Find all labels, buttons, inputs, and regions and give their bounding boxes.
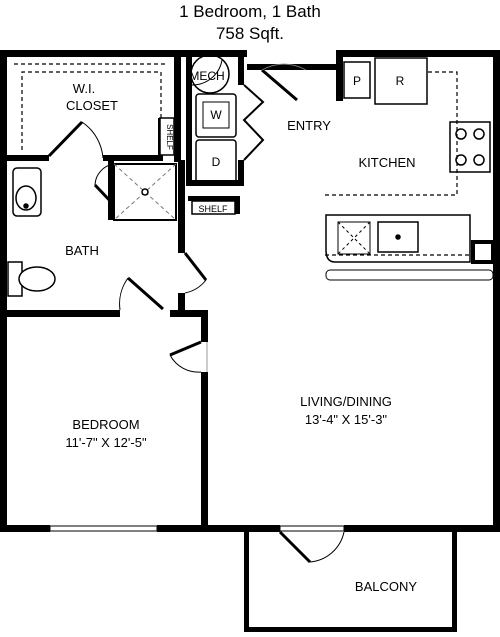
entry-label: ENTRY [287,118,331,133]
water-heater [190,54,230,94]
pantry [343,61,371,99]
windows [49,525,345,532]
living-dimensions: 13'-4" X 15'-3" [305,412,388,427]
unit-area-title: 758 Sqft. [215,24,285,43]
room-labels: W.I. CLOSET MECH W D ENTRY P R KITCHEN B… [65,69,417,594]
dryer [195,139,237,184]
mech-laundry [190,54,237,184]
refrigerator [374,57,428,105]
kitchen-fixtures [325,57,495,281]
exterior-walls [0,50,500,632]
toilet-bowl [18,266,56,292]
washer-label: W [210,108,222,122]
dryer-label: D [212,155,221,169]
shelf-outlines [159,117,236,215]
closet-rods [14,63,168,150]
doors [47,59,345,564]
closet-label-line2: CLOSET [66,98,118,113]
closet-shelf-label: SHELF [165,124,174,150]
kitchen-sink [377,221,419,253]
column [471,240,495,264]
living-name: LIVING/DINING [300,394,392,409]
dishwasher [337,221,371,255]
kitchen-label: KITCHEN [358,155,415,170]
closet-label-line1: W.I. [73,81,95,96]
washer [195,93,237,138]
bath-fixtures [7,163,177,297]
bedroom-dimensions: 11'-7" X 12'-5" [65,435,147,450]
hall-shelf-label: SHELF [198,204,228,214]
fridge-label: R [396,74,405,88]
bedroom-name: BEDROOM [72,417,139,432]
vanity-counter [12,167,42,217]
pantry-label: P [353,74,361,88]
unit-type-title: 1 Bedroom, 1 Bath [179,2,321,21]
bar-counter [325,269,494,281]
shower-stall [113,163,177,221]
range [449,121,491,173]
kitchen-counter [325,214,471,263]
mech-label: MECH [189,69,224,83]
sink-basin [15,185,37,211]
balcony-label: BALCONY [355,579,417,594]
bath-label: BATH [65,243,99,258]
